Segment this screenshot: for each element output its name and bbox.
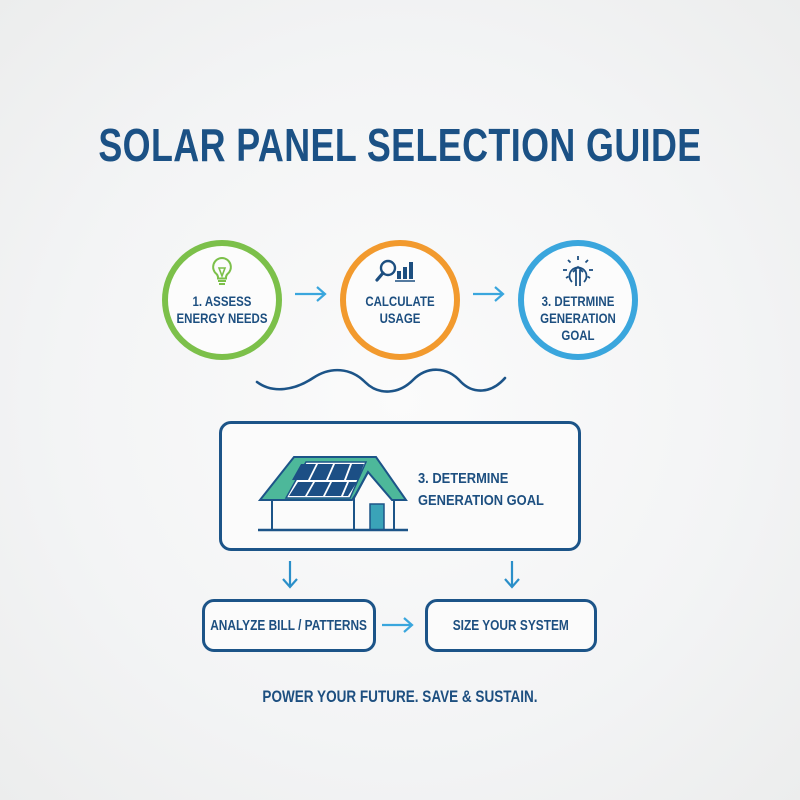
arrow-down-icon — [282, 561, 298, 589]
lightbulb-icon — [168, 254, 276, 288]
house-solar-panels-icon — [258, 456, 408, 532]
arrow-right-icon — [295, 286, 327, 302]
step-label-line1: CALCULATE — [365, 293, 435, 309]
arrow-right-icon — [382, 617, 414, 633]
size-system-box: SIZE YOUR SYSTEM — [425, 599, 597, 652]
generation-goal-card: 3. DETERMINE GENERATION GOAL — [219, 421, 581, 551]
arrow-right-icon — [473, 286, 505, 302]
magnifier-bar-chart-icon — [346, 254, 454, 288]
wave-divider — [255, 368, 507, 393]
sun-arrow-up-icon — [524, 254, 632, 288]
step-label-line2: GENERATION GOAL — [540, 310, 616, 343]
step-label-line1: 1. ASSESS — [192, 293, 252, 309]
step-label-line2: ENERGY NEEDS — [176, 310, 268, 326]
analyze-bill-box: ANALYZE BILL / PATTERNS — [202, 599, 376, 652]
analyze-bill-label: ANALYZE BILL / PATTERNS — [210, 617, 368, 634]
size-system-label: SIZE YOUR SYSTEM — [452, 617, 570, 634]
step-assess-energy-needs: 1. ASSESS ENERGY NEEDS — [162, 240, 282, 360]
detail-label-line2: GENERATION GOAL — [418, 492, 544, 509]
step-determine-generation-goal: 3. DETRMINE GENERATION GOAL — [518, 240, 638, 360]
step-calculate-usage: CALCULATE USAGE — [340, 240, 460, 360]
detail-label-line1: 3. DETERMINE — [418, 470, 509, 487]
step-label-line2: USAGE — [379, 310, 421, 326]
arrow-down-icon — [504, 561, 520, 589]
tagline: POWER YOUR FUTURE. SAVE & SUSTAIN. — [262, 688, 538, 706]
step-label-line1: 3. DETRMINE — [541, 293, 615, 309]
page-title: SOLAR PANEL SELECTION GUIDE — [98, 119, 702, 171]
